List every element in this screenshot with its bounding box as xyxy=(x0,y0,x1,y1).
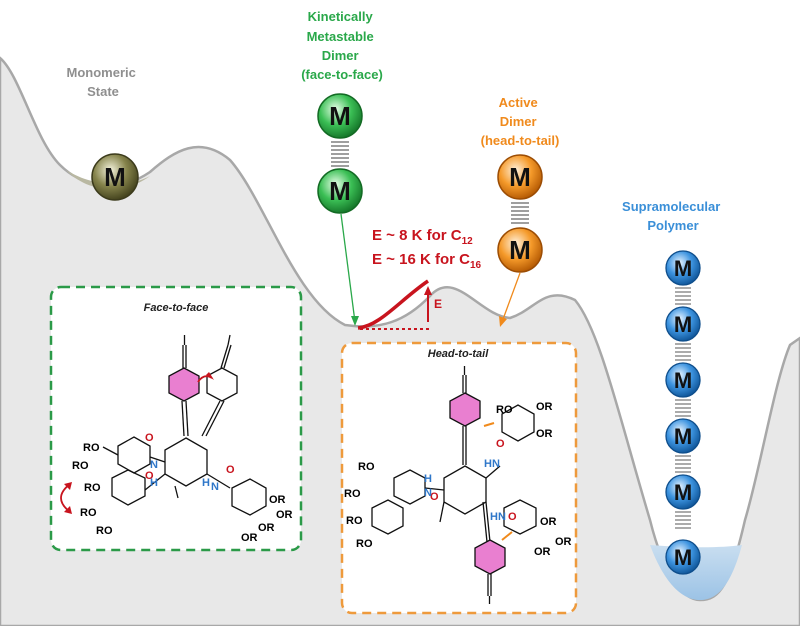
energy-barrier-curve xyxy=(357,279,429,330)
svg-text:RO: RO xyxy=(80,507,97,519)
svg-text:RO: RO xyxy=(72,460,89,472)
svg-text:OR: OR xyxy=(540,516,557,528)
svg-text:O: O xyxy=(496,438,505,450)
polymer-sphere-4: M xyxy=(665,418,701,454)
energy-arrow-head xyxy=(424,286,432,295)
svg-text:H: H xyxy=(484,458,492,470)
svg-text:M: M xyxy=(329,176,351,206)
svg-text:O: O xyxy=(145,432,154,444)
orange-dimer-stack-lines xyxy=(511,202,529,224)
svg-text:O: O xyxy=(226,464,235,476)
energy-c12-text: E ~ 8 K for C12 xyxy=(372,227,473,247)
svg-text:M: M xyxy=(674,545,692,570)
green-dimer-bottom: M xyxy=(317,168,363,214)
svg-text:OR: OR xyxy=(534,546,551,558)
pink-ring-left xyxy=(168,367,200,402)
svg-text:H: H xyxy=(424,473,432,485)
orange-dimer-bottom: M xyxy=(497,227,543,273)
svg-text:N: N xyxy=(211,481,219,493)
svg-text:M: M xyxy=(329,101,351,131)
svg-text:M: M xyxy=(674,368,692,393)
svg-text:RO: RO xyxy=(84,482,101,494)
pink-ring-top xyxy=(449,392,481,427)
svg-text:H: H xyxy=(150,477,158,489)
svg-text:Face-to-face: Face-to-face xyxy=(144,302,209,314)
svg-text:M: M xyxy=(674,312,692,337)
orange-dimer-top: M xyxy=(497,154,543,200)
svg-text:M: M xyxy=(509,162,531,192)
energy-c16-text: E ~ 16 K for C16 xyxy=(372,251,482,271)
svg-text:OR: OR xyxy=(276,509,293,521)
green-dimer-stack-lines xyxy=(331,141,349,167)
svg-text:RO: RO xyxy=(346,515,363,527)
green-pointer-line xyxy=(340,213,356,323)
polymer-sphere-3: M xyxy=(665,362,701,398)
svg-text:RO: RO xyxy=(96,525,113,537)
svg-text:RO: RO xyxy=(358,461,375,473)
active-dimer-label: Active Dimer (head-to-tail) xyxy=(481,95,560,148)
svg-text:RO: RO xyxy=(356,538,373,550)
monomeric-label: Monomeric State xyxy=(67,65,140,99)
polymer-sphere-2: M xyxy=(665,306,701,342)
face-to-face-panel: Face-to-face RO RO xyxy=(49,285,303,552)
kinetic-dimer-label: Kinetically Metastable Dimer (face-to-fa… xyxy=(301,9,383,82)
green-pointer-arrowhead xyxy=(351,316,359,326)
polymer-stack: M M M M M M xyxy=(665,250,701,575)
svg-text:O: O xyxy=(508,511,517,523)
svg-text:RO: RO xyxy=(83,442,100,454)
polymer-sphere-5: M xyxy=(665,474,701,510)
svg-text:M: M xyxy=(674,256,692,281)
svg-text:OR: OR xyxy=(241,532,258,544)
svg-text:M: M xyxy=(509,235,531,265)
svg-text:RO: RO xyxy=(344,488,361,500)
svg-text:O: O xyxy=(430,491,439,503)
svg-text:OR: OR xyxy=(536,428,553,440)
svg-text:H: H xyxy=(490,511,498,523)
pink-ring-bottom xyxy=(474,539,506,575)
ring-right xyxy=(206,367,238,402)
svg-text:H: H xyxy=(202,477,210,489)
svg-text:M: M xyxy=(674,424,692,449)
svg-text:N: N xyxy=(498,511,506,523)
head-to-tail-panel: Head-to-tail RO OR OR RO RO RO RO O xyxy=(340,341,578,615)
svg-text:M: M xyxy=(104,162,126,192)
svg-text:M: M xyxy=(674,480,692,505)
orange-pointer-arrowhead xyxy=(499,316,507,327)
svg-text:OR: OR xyxy=(258,522,275,534)
svg-text:O: O xyxy=(145,470,154,482)
svg-text:OR: OR xyxy=(536,401,553,413)
green-dimer-top: M xyxy=(317,93,363,139)
energy-arrow-label: E xyxy=(434,297,442,311)
monomer-sphere-olive: M xyxy=(91,153,139,201)
svg-text:OR: OR xyxy=(269,494,286,506)
svg-text:N: N xyxy=(150,459,158,471)
orange-pointer-line xyxy=(501,272,521,323)
polymer-sphere-6: M xyxy=(665,539,701,575)
svg-text:N: N xyxy=(492,458,500,470)
svg-text:Head-to-tail: Head-to-tail xyxy=(428,348,489,360)
svg-text:RO: RO xyxy=(496,404,513,416)
svg-text:OR: OR xyxy=(555,536,572,548)
polymer-sphere-1: M xyxy=(665,250,701,286)
supramolecular-polymer-label: Supramolecular Polymer xyxy=(622,199,724,233)
svg-text:N: N xyxy=(424,487,432,499)
